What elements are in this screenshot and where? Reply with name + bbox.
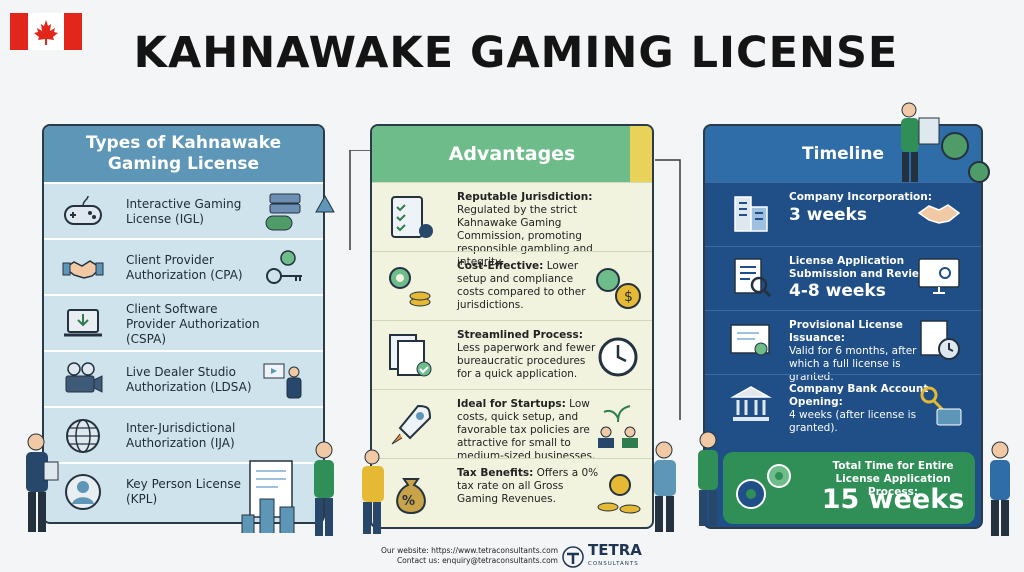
gears-icon <box>736 464 791 509</box>
advantage-text: Lower setup and compliance costs compare… <box>457 260 586 311</box>
money-bag-icon: % <box>396 478 426 515</box>
type-label: Interactive Gaming License (IGL) <box>126 197 242 226</box>
gear-key-icon <box>266 250 302 284</box>
rocket-icon <box>391 404 432 445</box>
timeline-step-title: Provisional License Issuance: <box>789 319 903 344</box>
types-panel: Types of Kahnawake Gaming License Intera… <box>42 124 325 524</box>
handshake-icon <box>917 204 961 224</box>
canada-flag-icon <box>10 13 82 50</box>
person-clipboard-icon <box>362 449 384 534</box>
timeline-panel: Timeline Company Incorporation: 3 weeks … <box>703 124 983 529</box>
advantage-title: Streamlined Process: <box>457 329 584 341</box>
documents-check-icon <box>389 334 432 377</box>
person-laptop-icon <box>654 441 676 532</box>
total-time-label: Total Time for Entire License Applicatio… <box>832 460 954 498</box>
list-item: Company Bank Account Opening: 4 weeks (a… <box>705 374 981 438</box>
timeline-step-value: 3 weeks <box>789 205 867 225</box>
timeline-step-title: License Application Submission and Revie… <box>789 255 933 280</box>
handshake-icon <box>62 260 104 279</box>
timeline-step-title: Company Incorporation: <box>789 191 932 203</box>
list-item: Inter-Jurisdictional Authorization (IJA) <box>44 406 323 462</box>
bank-icon <box>730 386 772 421</box>
type-label: Client Software Provider Authorization (… <box>126 301 260 346</box>
advantages-heading: Advantages <box>372 126 652 182</box>
total-time-box: Total Time for Entire License Applicatio… <box>723 452 975 524</box>
advantage-text: Regulated by the strict Kahnawake Gaming… <box>457 204 593 268</box>
list-item: Live Dealer Studio Authorization (LDSA) <box>44 350 323 406</box>
svg-text:%: % <box>402 494 415 509</box>
list-item: Provisional License Issuance: Valid for … <box>705 310 981 383</box>
list-item: Reputable Jurisdiction: Regulated by the… <box>372 182 652 268</box>
total-time-value: 15 weeks <box>821 484 965 515</box>
timeline-step-title: Company Bank Account Opening: <box>789 383 929 408</box>
building-icon <box>734 196 768 232</box>
page-title: KAHNAWAKE GAMING LICENSE <box>133 28 899 78</box>
advantage-text: Offers a 0% tax rate on all Gross Gaming… <box>457 467 599 505</box>
person-tablet-icon <box>26 433 59 532</box>
advantages-panel: Advantages Reputable Jurisdiction: Regul… <box>370 124 654 529</box>
connector-lines-icon <box>349 150 681 420</box>
monitor-search-icon <box>918 258 960 294</box>
tetra-logo-icon <box>562 546 584 568</box>
type-label: Inter-Jurisdictional Authorization (IJA) <box>126 421 236 450</box>
person-walking-icon <box>698 431 718 526</box>
advantage-title: Ideal for Startups: <box>457 398 566 410</box>
advantage-text: Low costs, quick setup, and favorable ta… <box>457 398 596 462</box>
triangle-icon <box>315 194 335 213</box>
brand-sub: CONSULTANTS <box>588 561 639 567</box>
list-item: Key Person License (KPL) <box>44 462 323 518</box>
timeline-step-note: 4 weeks (after license is granted). <box>789 409 917 434</box>
email-link[interactable]: Contact us: enquiry@tetraconsultants.com <box>396 556 558 565</box>
svg-text:$: $ <box>624 289 633 305</box>
advantage-text: Less paperwork and fewer bureaucratic pr… <box>457 342 596 380</box>
clock-arrow-icon <box>598 337 638 377</box>
footer-contact: Our website: https://www.tetraconsultant… <box>378 546 558 566</box>
list-item: Client Software Provider Authorization (… <box>44 294 323 350</box>
type-label: Client Provider Authorization (CPA) <box>126 253 243 282</box>
brand-name: TETRA <box>588 541 642 559</box>
person-standing-icon <box>314 441 334 536</box>
server-gamepad-icon <box>265 193 301 231</box>
list-item: Client Provider Authorization (CPA) <box>44 238 323 294</box>
team-growth-icon <box>598 405 638 448</box>
list-item: Company Incorporation: 3 weeks <box>705 182 981 246</box>
clipboard-checklist-icon <box>391 196 433 238</box>
type-label: Key Person License (KPL) <box>126 477 241 506</box>
list-item: Ideal for Startups: Low costs, quick set… <box>372 389 652 462</box>
coins-icon <box>597 474 641 514</box>
gears-coins-icon <box>389 267 431 307</box>
presenter-icon <box>263 363 302 399</box>
gear-dollar-icon: $ <box>596 268 641 309</box>
advantage-title: Tax Benefits: <box>457 467 534 479</box>
advantage-title: Cost-Effective: <box>457 260 544 272</box>
video-camera-icon <box>65 362 103 393</box>
gamepad-icon <box>64 195 102 225</box>
types-heading: Types of Kahnawake Gaming License <box>44 126 323 182</box>
list-item: Interactive Gaming License (IGL) <box>44 182 323 238</box>
type-label: Live Dealer Studio Authorization (LDSA) <box>126 365 252 394</box>
list-item: License Application Submission and Revie… <box>705 246 981 310</box>
key-card-icon <box>920 386 962 426</box>
person-phone-icon <box>990 441 1010 536</box>
list-item: % Tax Benefits: Offers a 0% tax rate on … <box>372 458 652 527</box>
website-link[interactable]: Our website: https://www.tetraconsultant… <box>381 546 558 555</box>
laptop-download-icon <box>64 309 102 337</box>
person-icon <box>65 474 101 510</box>
list-item: Cost-Effective: Lower setup and complian… <box>372 251 652 320</box>
timeline-step-value: 4-8 weeks <box>789 281 886 301</box>
certificate-icon <box>730 324 770 356</box>
list-item: Streamlined Process: Less paperwork and … <box>372 320 652 389</box>
tetra-logo: TETRA CONSULTANTS <box>562 543 642 571</box>
document-search-icon <box>734 258 772 298</box>
globe-icon <box>66 419 100 453</box>
document-clock-icon <box>920 320 960 360</box>
person-gears-icon <box>901 102 990 183</box>
document-chart-icon <box>241 460 295 533</box>
advantage-title: Reputable Jurisdiction: <box>457 191 593 203</box>
